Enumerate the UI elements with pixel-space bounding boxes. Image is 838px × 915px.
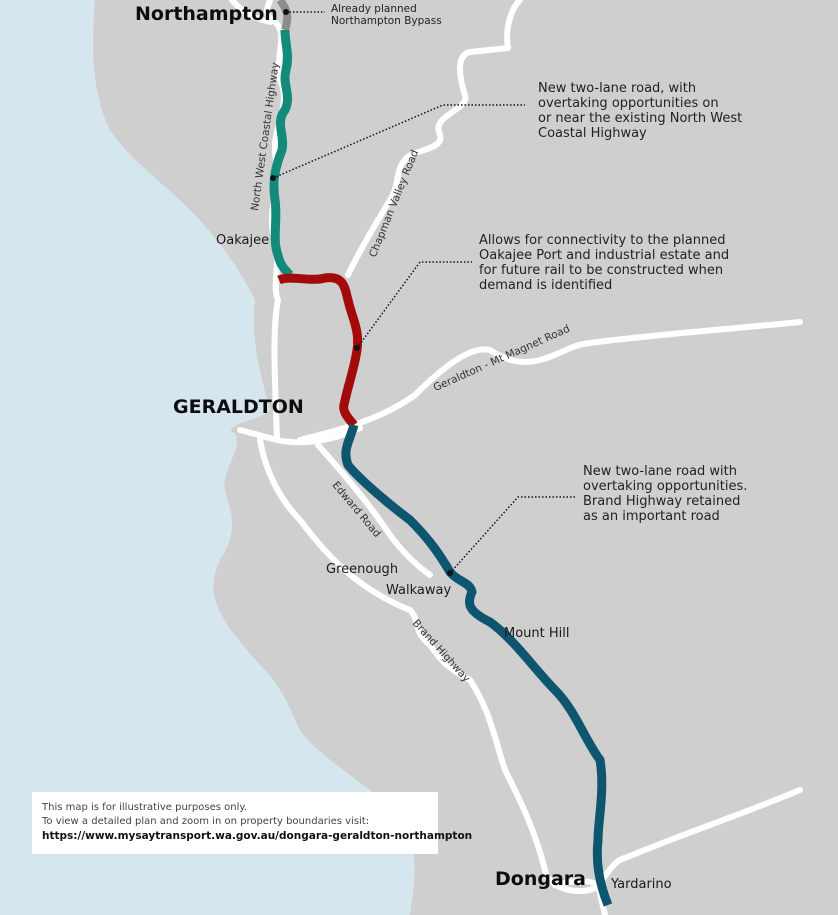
disclaimer-line-2: To view a detailed plan and zoom in on p… bbox=[42, 816, 370, 827]
town-label-geraldton: GERALDTON bbox=[173, 396, 304, 418]
callout-line: New two-lane road, with bbox=[538, 81, 697, 96]
town-label-yardarino: Yardarino bbox=[611, 877, 672, 892]
disclaimer-url-link[interactable]: https://www.mysaytransport.wa.gov.au/don… bbox=[42, 830, 473, 842]
leader-lines bbox=[272, 11, 575, 574]
callout-middle-segment: Allows for connectivity to the planned O… bbox=[479, 233, 729, 293]
town-label-oakajee: Oakajee bbox=[216, 233, 270, 248]
callout-line: as an important road bbox=[583, 509, 720, 524]
middle-route-segment bbox=[277, 273, 363, 428]
callout-line: demand is identified bbox=[479, 278, 613, 293]
callout-line: Oakajee Port and industrial estate and bbox=[479, 248, 730, 263]
callout-line: Already planned bbox=[331, 3, 417, 15]
north-route-segment bbox=[269, 29, 294, 279]
callout-line: for future rail to be constructed when bbox=[479, 263, 724, 278]
town-label-greenough: Greenough bbox=[326, 562, 399, 577]
town-label-mount-hill: Mount Hill bbox=[504, 626, 570, 641]
callout-line: overtaking opportunities. bbox=[583, 479, 748, 494]
callout-south-segment: New two-lane road with overtaking opport… bbox=[583, 464, 747, 524]
callout-line: Coastal Highway bbox=[538, 126, 647, 141]
town-label-walkaway: Walkaway bbox=[386, 583, 452, 598]
callout-northampton-bypass: Already planned Northampton Bypass bbox=[331, 3, 442, 27]
callout-line: or near the existing North West bbox=[538, 111, 743, 126]
callout-line: Brand Highway retained bbox=[583, 494, 741, 509]
disclaimer-box: This map is for illustrative purposes on… bbox=[32, 792, 473, 854]
town-label-northampton: Northampton bbox=[135, 3, 278, 25]
callout-line: overtaking opportunities on bbox=[538, 96, 719, 111]
town-label-dongara: Dongara bbox=[495, 868, 586, 890]
callout-line: Northampton Bypass bbox=[331, 15, 442, 27]
callout-line: Allows for connectivity to the planned bbox=[479, 233, 726, 248]
disclaimer-line-1: This map is for illustrative purposes on… bbox=[42, 802, 248, 813]
callout-line: New two-lane road with bbox=[583, 464, 737, 479]
south-route-segment bbox=[341, 423, 613, 907]
leader-dots bbox=[270, 9, 453, 576]
callout-north-segment: New two-lane road, with overtaking oppor… bbox=[538, 81, 742, 141]
